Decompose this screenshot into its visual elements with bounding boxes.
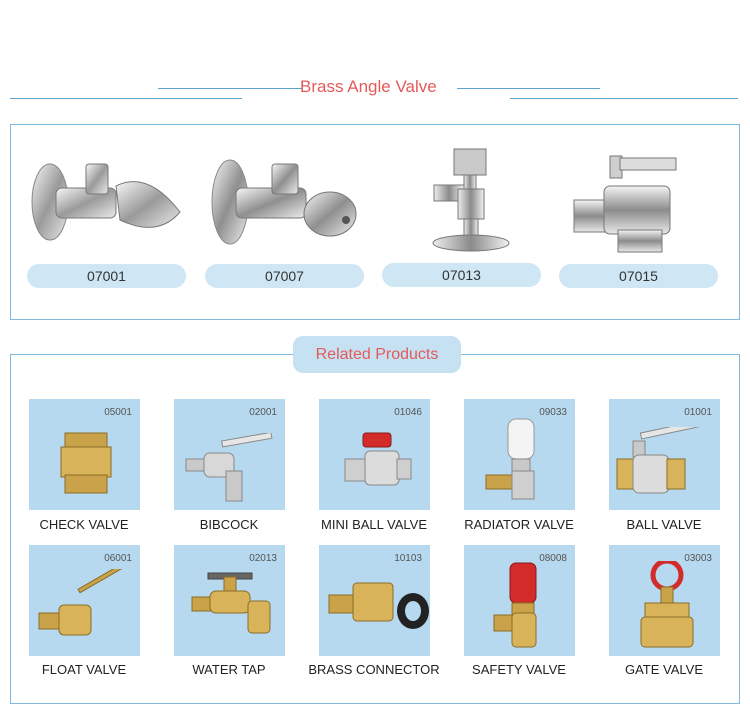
product-code: 02013	[249, 553, 277, 564]
angle-valve-code-pill: 07015	[559, 264, 718, 288]
product-label: GATE VALVE	[624, 662, 704, 677]
product-label: BIBCOCK	[199, 517, 259, 532]
float-valve-image	[38, 569, 133, 636]
header-line-right-bottom	[510, 98, 738, 99]
product-code: 01046	[394, 407, 422, 418]
product-label: BRASS CONNECTOR	[308, 662, 440, 677]
header-line-left-top	[158, 88, 303, 89]
product-tile: 08008	[464, 545, 575, 656]
product-label: BALL VALVE	[626, 517, 702, 532]
product-code: 06001	[104, 553, 132, 564]
product-code: 01001	[684, 407, 712, 418]
header-line-left-bottom	[10, 98, 242, 99]
angle-valve-code-pill: 07007	[205, 264, 364, 288]
product-code: 05001	[104, 407, 132, 418]
product-tile: 06001	[29, 545, 140, 656]
product-code: 09033	[539, 407, 567, 418]
brass-connector-image	[328, 582, 429, 629]
angle-valve-07013-image	[432, 148, 510, 252]
angle-valve-code-pill: 07001	[27, 264, 186, 288]
bibcock-image	[185, 433, 273, 502]
product-tile: 05001	[29, 399, 140, 510]
product-tile: 10103	[319, 545, 430, 656]
product-tile: 09033	[464, 399, 575, 510]
angle-valve-07007-image	[211, 159, 357, 245]
angle-valve-code-pill: 07013	[382, 263, 541, 287]
product-code: 03003	[684, 553, 712, 564]
angle-valve-07015-image	[573, 155, 677, 253]
product-code: 08008	[539, 553, 567, 564]
section-title-related-products: Related Products	[293, 336, 461, 373]
gate-valve-image	[640, 561, 694, 648]
ball-valve-image	[616, 427, 715, 494]
water-tap-image	[191, 572, 271, 634]
product-tile: 01046	[319, 399, 430, 510]
check-valve-image	[60, 432, 112, 494]
product-tile: 03003	[609, 545, 720, 656]
product-code: 10103	[394, 553, 422, 564]
safety-valve-image	[493, 562, 537, 648]
angle-valve-07001-image	[31, 163, 181, 241]
product-tile: 02013	[174, 545, 285, 656]
product-label: WATER TAP	[192, 662, 266, 677]
product-label: MINI BALL VALVE	[321, 517, 427, 532]
product-label: SAFETY VALVE	[472, 662, 566, 677]
section-title-angle-valve: Brass Angle Valve	[300, 77, 437, 96]
product-tile: 01001	[609, 399, 720, 510]
product-code: 02001	[249, 407, 277, 418]
product-label: CHECK VALVE	[39, 517, 129, 532]
product-tile: 02001	[174, 399, 285, 510]
product-label: RADIATOR VALVE	[464, 517, 574, 532]
radiator-valve-image	[485, 418, 535, 500]
product-label: FLOAT VALVE	[41, 662, 127, 677]
mini-ball-valve-image	[344, 432, 412, 486]
header-line-right-top	[457, 88, 600, 89]
